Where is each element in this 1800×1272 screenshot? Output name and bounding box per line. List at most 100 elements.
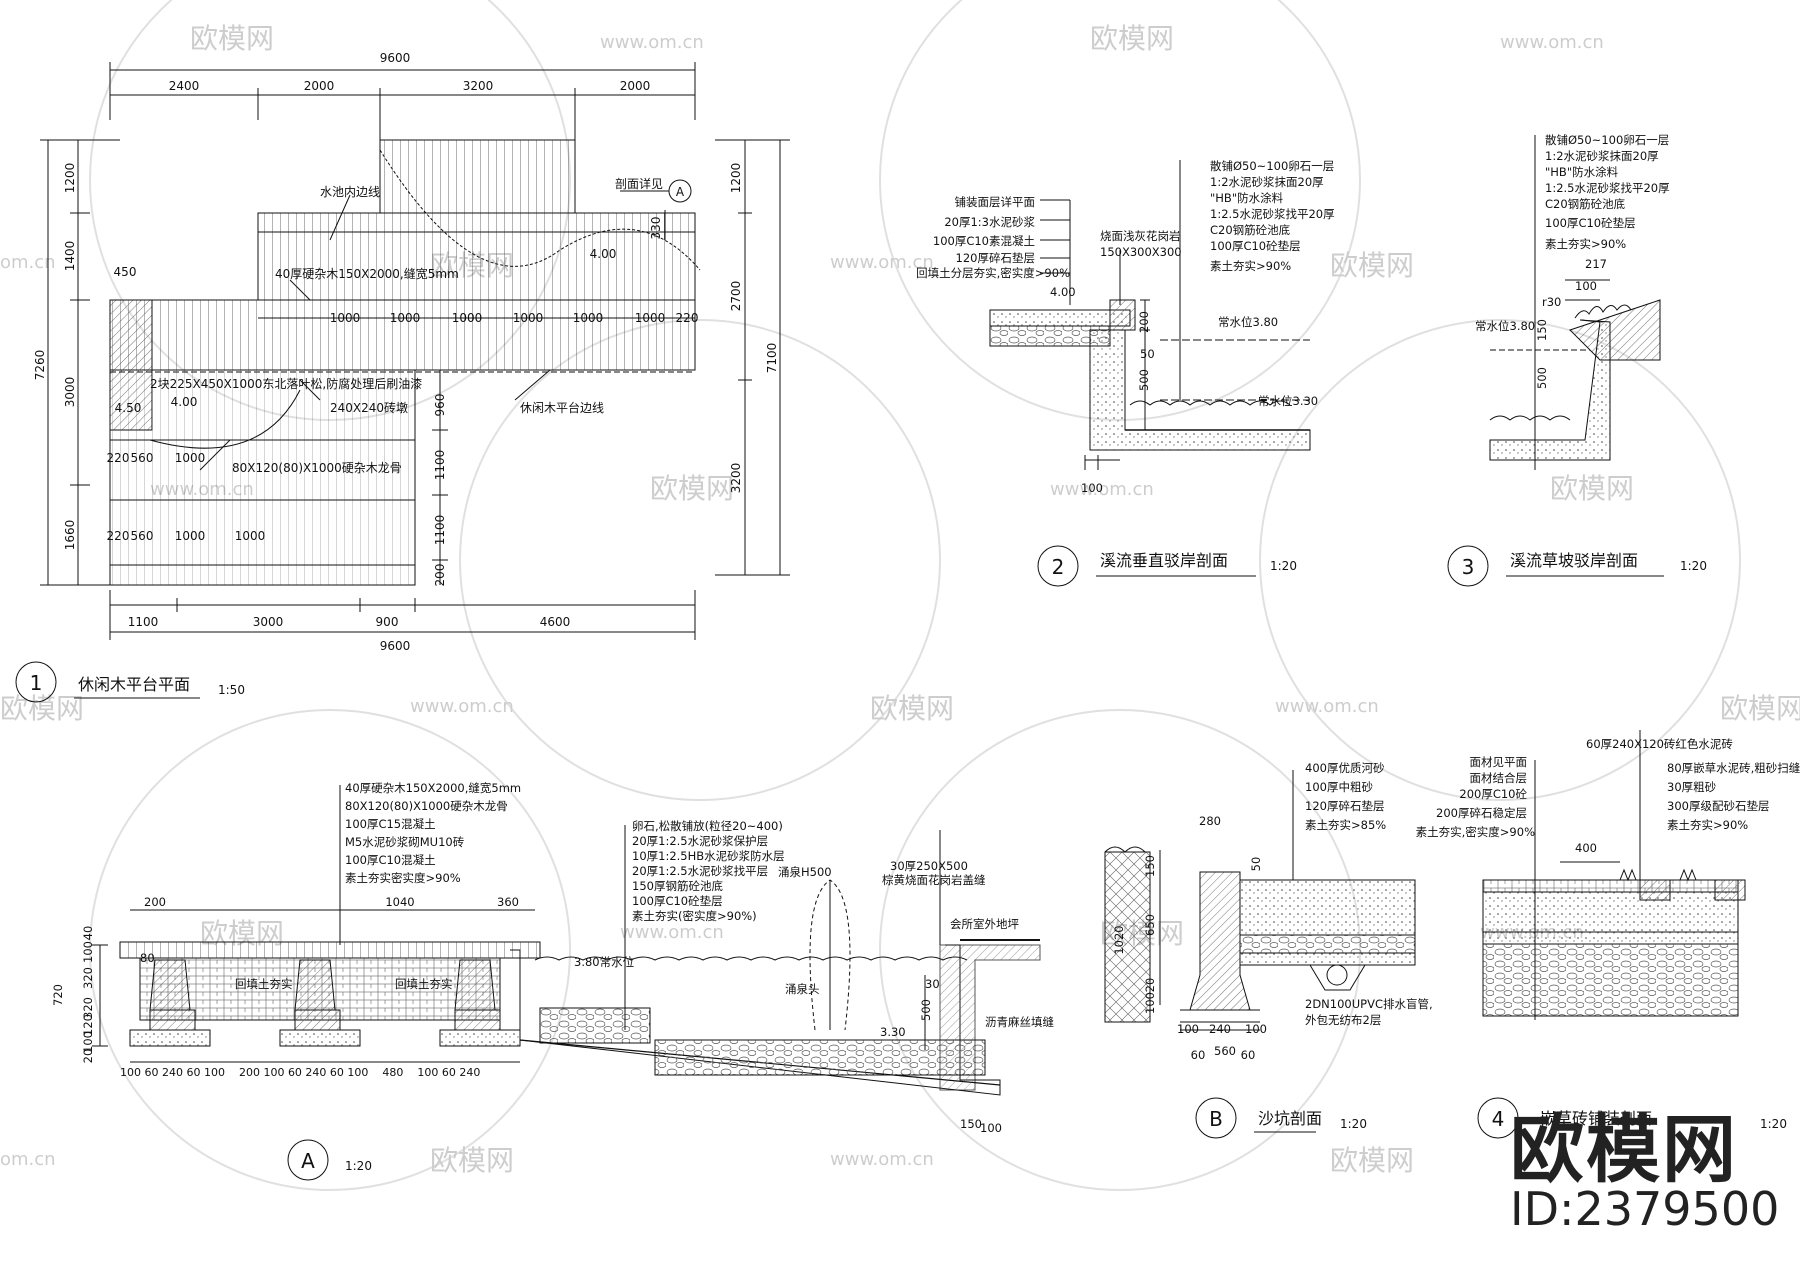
note: 面材结合层: [1470, 771, 1528, 785]
title-number: 2: [1052, 555, 1065, 579]
watermark-url: www.om.cn: [620, 922, 724, 943]
note: 棕黄烧面花岗岩盖缝: [882, 873, 986, 887]
title-scale: 1:20: [1340, 1117, 1367, 1131]
watermark-brand: 欧模网: [650, 472, 734, 505]
note: 100厚C10砼垫层: [1210, 239, 1301, 253]
note: "HB"防水涂料: [1545, 165, 1619, 179]
pipe-note: 2DN100UPVC排水盲管,: [1305, 997, 1433, 1011]
note: 100厚C15混凝土: [345, 817, 436, 831]
water-level: 常水位3.30: [1258, 394, 1318, 408]
dim: 1040: [385, 895, 414, 909]
dim: 60: [1191, 1048, 1206, 1062]
note: 120厚碎石垫层: [1305, 799, 1384, 813]
plan-title: 1 休闲木平台平面 1:50: [15, 661, 245, 703]
label-pool: 水池内边线: [320, 185, 380, 199]
sectionB-labels: 400厚优质河砂 100厚中粗砂 120厚碎石垫层 素土夯实>85% 280 1…: [1112, 761, 1433, 1062]
label-deck: 40厚硬杂木150X2000,缝宽5mm: [275, 266, 459, 281]
dim: 1660: [63, 520, 77, 551]
dim: 2000: [304, 79, 335, 93]
note: 200厚碎石稳定层: [1436, 806, 1527, 820]
dim: 217: [1585, 257, 1607, 271]
dim: 1200: [63, 163, 77, 194]
dim: 200: [144, 895, 166, 909]
watermark-url: www.om.cn: [1050, 479, 1154, 500]
title-scale: 1:20: [345, 1159, 372, 1173]
note: 80厚嵌草水泥砖,粗砂扫缝: [1667, 761, 1800, 775]
title-text: 溪流草坡驳岸剖面: [1510, 551, 1638, 570]
water-level: 常水位3.80: [1475, 319, 1535, 333]
note: 120厚碎石垫层: [956, 251, 1035, 265]
dim: 320: [81, 967, 95, 989]
dim: 1000: [390, 311, 421, 325]
dim: 120: [81, 1014, 95, 1036]
dim: 20: [81, 1049, 95, 1064]
elevation: 4.50: [115, 401, 142, 415]
dim: 50: [1140, 347, 1155, 361]
dim: 330: [649, 217, 663, 240]
label-section-a: A: [676, 185, 685, 199]
elevation: 4.00: [590, 247, 617, 261]
note: 150厚钢筋砼池底: [632, 879, 723, 893]
dim: 220: [107, 451, 130, 465]
note: 素土夯实,密实度>90%: [1416, 825, 1535, 839]
dim: 2700: [729, 281, 743, 312]
title-number: 1: [30, 671, 43, 695]
water-level: 常水位3.80: [1218, 315, 1278, 329]
note: 30厚250X500: [890, 859, 968, 873]
dim: 500: [1535, 367, 1549, 389]
watermark-brand: 欧模网: [1330, 1144, 1414, 1177]
note: 素土夯实>90%: [1210, 259, 1291, 273]
section3-drawing: [1489, 135, 1661, 470]
dim-total-top: 9600: [380, 51, 411, 65]
dim-total-left: 7260: [33, 350, 47, 381]
pipe-note: 外包无纺布2层: [1305, 1013, 1381, 1027]
note: 1:2.5水泥砂浆找平20厚: [1210, 207, 1335, 221]
dim: 100: [1575, 279, 1597, 293]
note: 20厚1:2.5水泥砂浆保护层: [632, 834, 768, 848]
title-scale: 1:50: [218, 683, 245, 697]
logo-brand: 欧模网: [1510, 1107, 1738, 1193]
note: 素土夯实>85%: [1305, 818, 1386, 832]
note: 素土夯实(密实度>90%): [632, 909, 757, 923]
bottom-dims: 100 60 240 60 100 200 100 60 240 60 100 …: [120, 1066, 480, 1079]
dim: r30: [1542, 295, 1561, 309]
watermark-brand: 欧模网: [1090, 22, 1174, 55]
note: M5水泥砂浆砌MU10砖: [345, 835, 465, 849]
dim-total-right: 7100: [765, 343, 779, 374]
note: 烧面浅灰花岗岩: [1100, 229, 1181, 243]
dim: 60: [1241, 1048, 1256, 1062]
section4-labels: 60厚240X120砖红色水泥砖 面材见平面 面材结合层 200厚C10砼 20…: [1416, 737, 1800, 855]
dim: 220: [107, 529, 130, 543]
title-number: A: [301, 1149, 315, 1173]
note: 300厚级配砂石垫层: [1667, 799, 1769, 813]
watermark-brand: 欧模网: [1720, 692, 1800, 725]
note: 100厚中粗砂: [1305, 780, 1373, 794]
sectionA-labels: 40厚硬杂木150X2000,缝宽5mm 80X120(80)X1000硬杂木龙…: [51, 781, 1054, 1135]
note: 150X300X300: [1100, 245, 1182, 259]
plan-labels: 9600 2400 2000 3200 2000 1100 3000 900 4…: [33, 51, 779, 653]
title-number: B: [1209, 1107, 1223, 1131]
dim: 4600: [540, 615, 571, 629]
asphalt-label: 沥青麻丝填缝: [985, 1015, 1054, 1029]
dim: 650: [1143, 914, 1157, 936]
watermark-url: www.om.cn: [600, 32, 704, 53]
title-text: 溪流垂直驳岸剖面: [1100, 551, 1228, 570]
watermark-brand: 欧模网: [190, 22, 274, 55]
watermark-url: om.cn: [0, 252, 56, 273]
note: 铺装面层详平面: [955, 195, 1036, 209]
dim: 100: [1245, 1022, 1267, 1036]
label-edge: 休闲木平台边线: [520, 400, 604, 415]
dim: 1100: [128, 615, 159, 629]
note: 100厚C10砼垫层: [1545, 216, 1636, 230]
sectionA-title: A 1:20: [287, 1139, 372, 1181]
dim: 20: [1143, 978, 1157, 993]
watermark-url: www.om.cn: [1275, 696, 1379, 717]
note: 素土夯实>90%: [1545, 237, 1626, 251]
dim: 560: [1214, 1044, 1236, 1058]
note: C20钢筋砼池底: [1545, 197, 1626, 211]
dim: 500: [1137, 369, 1151, 391]
dim: 200: [1137, 311, 1151, 333]
dim: 1100: [433, 515, 447, 546]
watermark-brand: 欧模网: [870, 692, 954, 725]
